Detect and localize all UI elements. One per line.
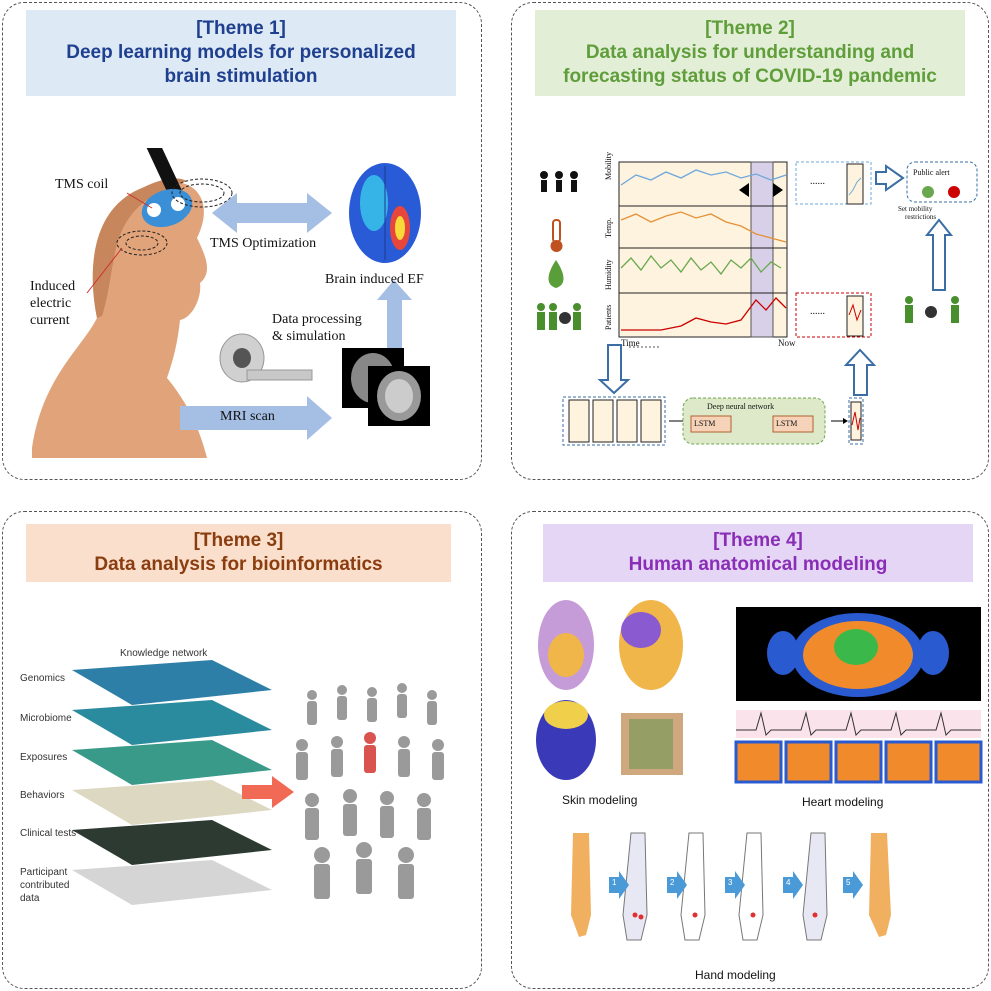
label-set-mobility-2: restrictions	[905, 213, 937, 221]
label-lstm-1: LSTM	[694, 419, 716, 428]
theme4-tag: [Theme 4]	[713, 530, 803, 551]
thermometer-icon	[550, 219, 563, 252]
layer-clinical	[72, 820, 272, 865]
patients-to-alert-arrow	[924, 218, 954, 291]
joint-markers	[632, 912, 818, 920]
layer-microbiome	[72, 700, 272, 745]
label-induced-1: Induced	[30, 279, 76, 294]
theme2-title-line2: forecasting status of COVID-19 pandemic	[563, 66, 937, 87]
ecg-waveform	[736, 711, 981, 736]
label-clinical-tests: Clinical tests	[20, 828, 77, 839]
layer-genomics	[72, 660, 272, 705]
label-induced-3: current	[30, 313, 70, 328]
lstm-cell-1	[690, 415, 732, 433]
data-processing-arrow	[387, 298, 402, 348]
label-lstm-2: LSTM	[776, 419, 798, 428]
layer-participant	[72, 860, 272, 905]
label-data-proc-1: Data processing	[272, 312, 362, 327]
label-humidity: Humidity	[604, 259, 613, 290]
input-windows	[562, 396, 666, 446]
label-exposures: Exposures	[20, 752, 68, 763]
input-down-arrow	[597, 344, 631, 395]
label-heart-modeling: Heart modeling	[802, 795, 884, 809]
layer-exposures	[72, 740, 272, 785]
label-time: Time	[621, 338, 640, 348]
label-mri-scan: MRI scan	[220, 409, 275, 424]
alert-to-mobility-arrow	[875, 164, 905, 192]
label-knowledge-network: Knowledge network	[120, 648, 208, 659]
label-dnn: Deep neural network	[707, 402, 775, 411]
label-participant-data: Participant contributed data	[20, 867, 70, 904]
theme4-title: Human anatomical modeling	[628, 554, 888, 575]
theme3-tag: [Theme 3]	[193, 530, 284, 551]
theme2-banner: [Theme 2] Data analysis for understandin…	[535, 10, 965, 96]
theme2-tag: [Theme 2]	[705, 18, 795, 39]
theme2-title-line1: Data analysis for understanding and	[585, 42, 915, 63]
theme1-panel	[2, 2, 482, 480]
theme1-tag: [Theme 1]	[196, 18, 286, 39]
humidity-icon	[548, 260, 564, 288]
red-arrow	[242, 776, 294, 808]
step-3: 3	[728, 878, 733, 887]
label-induced-2: electric	[30, 296, 72, 311]
lstm-cell-2	[772, 415, 814, 433]
label-dots-1: ......	[810, 176, 825, 187]
label-temp: Temp.	[604, 217, 613, 238]
label-brain-ef: Brain induced EF	[325, 272, 424, 287]
prediction-up-arrow	[843, 348, 877, 396]
theme1-title-line1: Deep learning models for personalized	[66, 42, 416, 63]
label-microbiome: Microbiome	[20, 713, 72, 724]
label-hand-modeling: Hand modeling	[695, 968, 776, 982]
theme3-banner: [Theme 3] Data analysis for bioinformati…	[26, 524, 451, 582]
theme3-title: Data analysis for bioinformatics	[94, 554, 383, 575]
people-walking-icon	[540, 171, 578, 192]
patients-icon	[537, 303, 581, 330]
label-tms-coil: TMS coil	[55, 177, 109, 192]
theme3-panel	[2, 511, 482, 989]
step-2: 2	[670, 878, 675, 887]
label-dots-2: ......	[810, 306, 825, 317]
label-behaviors: Behaviors	[20, 790, 65, 801]
theme2-panel	[511, 2, 989, 480]
red-light-icon	[948, 186, 960, 198]
ecg-strip	[736, 710, 981, 738]
theme2-illustration	[537, 161, 978, 446]
label-now: Now	[778, 338, 796, 348]
step-1: 1	[612, 878, 617, 887]
step-5: 5	[846, 878, 851, 887]
crowd-figures	[296, 683, 444, 899]
theme3-illustration	[72, 660, 444, 905]
mri-scan-arrow	[180, 396, 332, 440]
label-genomics: Genomics	[20, 673, 66, 684]
label-skin-modeling: Skin modeling	[562, 793, 638, 807]
theme1-illustration	[32, 148, 430, 458]
label-public-alert: Public alert	[913, 168, 950, 177]
hand-model-sequence	[571, 832, 891, 941]
step-arrows	[609, 871, 863, 899]
humidity-series	[620, 254, 782, 276]
label-tms-optimization: TMS Optimization	[210, 236, 317, 251]
patients-series	[621, 297, 787, 331]
label-mobility: Mobility	[604, 151, 613, 180]
theme4-banner: [Theme 4] Human anatomical modeling	[543, 524, 973, 582]
tms-optimization-arrow	[212, 193, 332, 233]
step-4: 4	[786, 878, 791, 887]
label-data-proc-2: & simulation	[272, 329, 346, 344]
temp-series	[620, 211, 787, 243]
green-light-icon	[922, 186, 934, 198]
theme4-illustration	[536, 600, 983, 941]
layer-behaviors	[72, 780, 272, 825]
theme4-panel	[511, 511, 989, 989]
label-set-mobility-1: Set mobility	[898, 205, 933, 213]
mobility-series	[620, 169, 787, 186]
heart-frames	[734, 740, 983, 784]
theme1-banner: [Theme 1] Deep learning models for perso…	[26, 10, 456, 96]
label-patients: Patients	[604, 304, 613, 330]
head-figure	[32, 181, 208, 458]
theme1-title-line2: brain stimulation	[164, 66, 318, 87]
